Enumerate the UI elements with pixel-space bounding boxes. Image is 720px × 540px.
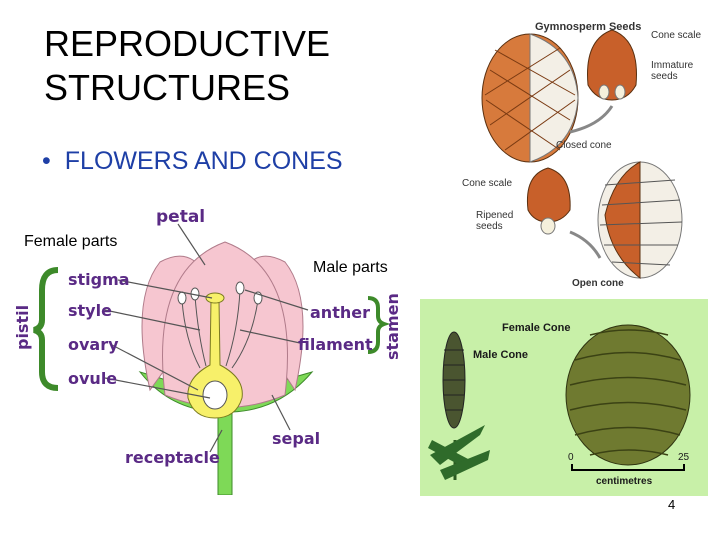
bullet-item: • FLOWERS AND CONES [42,147,343,176]
stem [217,409,233,495]
pistil-label: pistil [13,305,32,350]
immature-label-2: seeds [651,71,678,82]
stamens [181,289,259,369]
sepal-label: sepal [272,429,320,448]
stigma-label: stigma [68,270,130,289]
ovule-shape [202,380,228,410]
page-number: 4 [668,497,676,512]
title-line-2: STRUCTURES [44,67,291,108]
ovary-label: ovary [68,335,119,354]
cone-scale-top [587,29,637,101]
pointer-lines [104,223,309,453]
slide-title: REPRODUCTIVE STRUCTURES [44,22,424,110]
male-cone-plant [428,331,490,480]
ovule-label: ovule [68,369,117,388]
pistil-brace [33,267,59,391]
male-cone-label: Male Cone [473,349,528,361]
petal-label: petal [156,207,205,227]
anther-label: anther [310,303,370,322]
scale-unit-label: centimetres [596,476,653,487]
receptacle-label: receptacle [125,448,220,467]
bullet-dot: • [42,147,51,175]
gymnosperm-title: Gymnosperm Seeds [535,21,641,33]
bullet-text: FLOWERS AND CONES [64,147,343,175]
title-line-1: REPRODUCTIVE [44,23,331,64]
gymnosperm-diagram: Gymnosperm Seeds Cone scale Immature see… [462,21,701,289]
pistil-shape [187,299,243,419]
stamen-label: stamen [383,293,402,360]
scale-start-label: 0 [568,452,574,463]
style-label: style [68,301,112,320]
flower-diagram: petal stigma style ovary ovule anther fi… [13,207,402,495]
cone-scale-mid-label: Cone scale [462,178,512,189]
male-parts-label: Male parts [313,259,388,276]
stamen-brace [367,296,391,354]
open-cone-label: Open cone [572,278,624,289]
immature-label-1: Immature [651,60,694,71]
ripened-label-1: Ripened [476,210,513,221]
cone-scale-top-label: Cone scale [651,30,701,41]
closed-cone-scales [484,47,576,151]
closed-cone-label: Closed cone [556,140,612,151]
scale-end-label: 25 [678,452,690,463]
stigma-shape [205,292,225,304]
cone-photo-panel: Female Cone Male Cone 0 25 centimetres [420,299,708,496]
female-cone-label: Female Cone [502,322,570,334]
open-cone [597,161,683,280]
cone-scale-mid [526,167,571,223]
female-parts-label: Female parts [24,233,118,250]
ripened-label-2: seeds [476,221,503,232]
filament-label: filament [298,335,373,354]
female-cone [565,324,691,466]
